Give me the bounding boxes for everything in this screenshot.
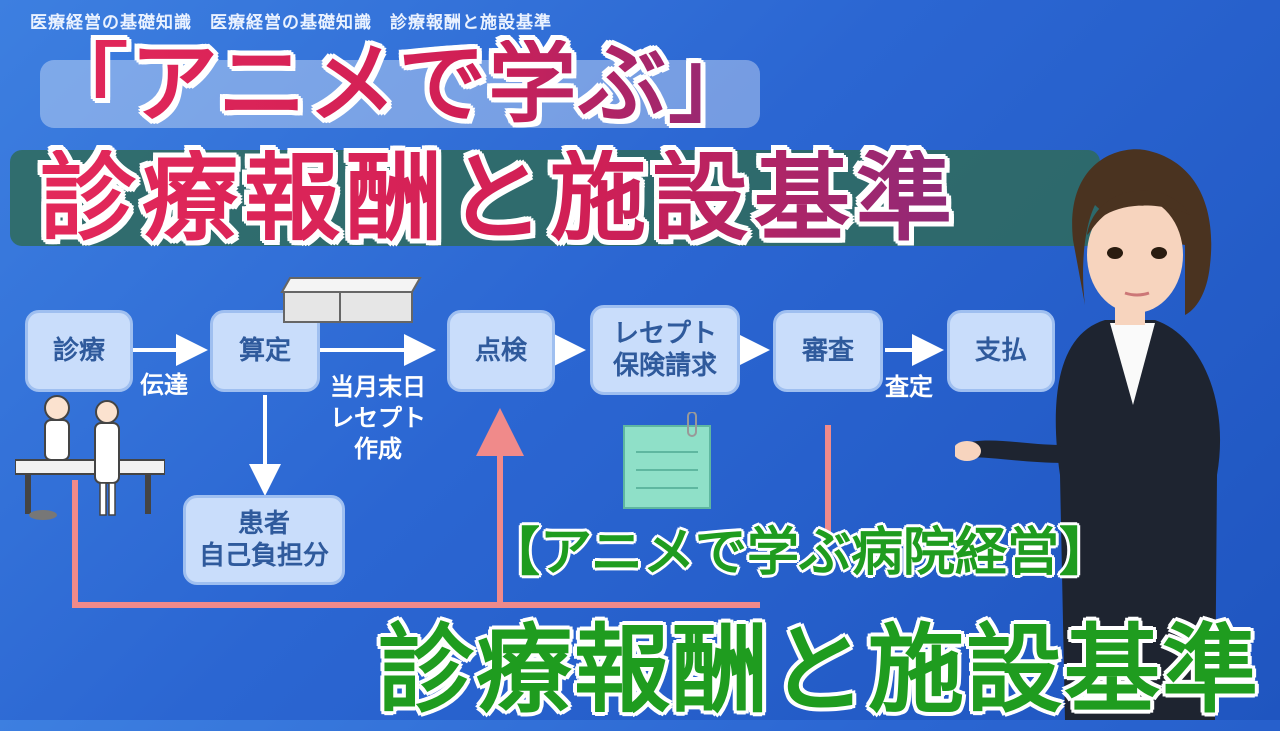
label-satei: 査定 <box>885 373 933 401</box>
doctor-patient-illustration <box>15 395 165 520</box>
node-receipt: レセプト 保険請求 <box>590 305 740 395</box>
subtitle-bracket: 【アニメで学ぶ病院経営】 <box>488 523 1111 583</box>
label-dentatsu: 伝達 <box>140 371 188 399</box>
node-shiharai: 支払 <box>947 310 1055 392</box>
breadcrumb: 医療経営の基礎知識 医療経営の基礎知識 診療報酬と施設基準 <box>30 13 552 33</box>
node-tenken: 点検 <box>447 310 555 392</box>
node-kanja: 患者 自己負担分 <box>183 495 345 585</box>
woman-presenter-illustration <box>953 145 1280 720</box>
title-line2: 診療報酬と施設基準 <box>40 142 958 254</box>
title-line1: 「アニメで学ぶ」 <box>40 32 759 135</box>
return-line <box>72 480 760 608</box>
desk-illustration <box>280 277 422 323</box>
node-santei: 算定 <box>210 310 320 392</box>
memo-note-illustration <box>623 412 711 509</box>
label-getsumatsu: 当月末日 レセプト 作成 <box>330 373 426 464</box>
node-shinryo: 診療 <box>25 310 133 392</box>
node-shinsa: 審査 <box>773 310 883 392</box>
background-slide-heading <box>40 60 760 128</box>
background-slide-banner <box>10 150 1100 246</box>
subtitle-main: 診療報酬と施設基準 <box>378 614 1260 726</box>
